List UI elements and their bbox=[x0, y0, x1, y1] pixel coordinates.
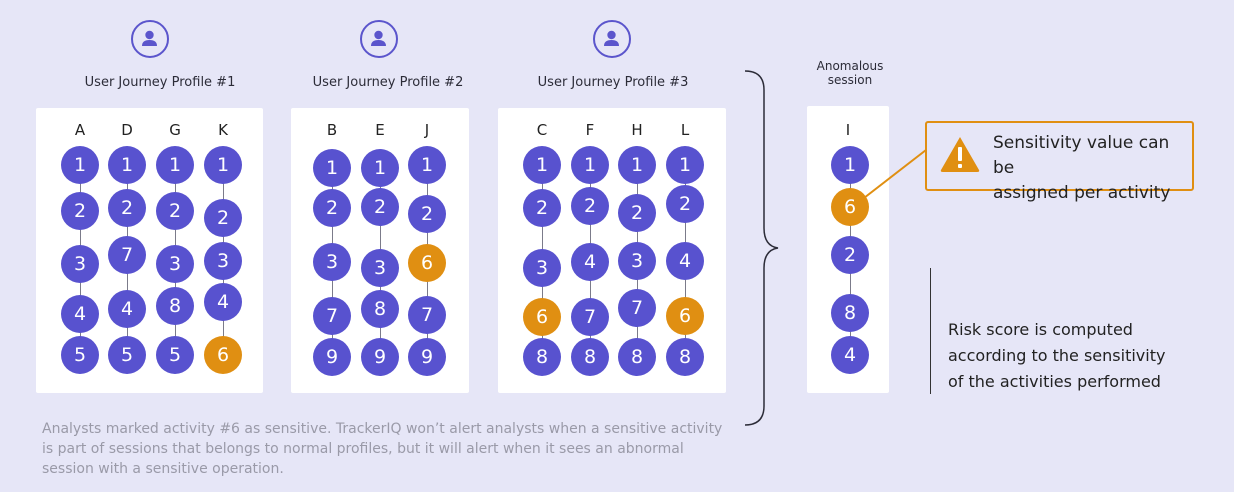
activity-node: 2 bbox=[618, 194, 656, 232]
activity-node: 9 bbox=[313, 338, 351, 376]
risk-line: of the activities performed bbox=[948, 372, 1161, 391]
activity-node: 1 bbox=[408, 146, 446, 184]
activity-node: 8 bbox=[666, 338, 704, 376]
activity-node: 7 bbox=[618, 289, 656, 327]
activity-node: 7 bbox=[108, 236, 146, 274]
column-label: I bbox=[845, 121, 851, 139]
activity-node: 2 bbox=[408, 195, 446, 233]
activity-node: 8 bbox=[571, 338, 609, 376]
risk-description: Risk score is computed according to the … bbox=[948, 317, 1208, 395]
activity-node: 5 bbox=[61, 336, 99, 374]
activity-node: 1 bbox=[361, 149, 399, 187]
column-label: F bbox=[585, 121, 595, 139]
callout-connector bbox=[863, 149, 927, 199]
activity-node: 1 bbox=[313, 149, 351, 187]
column-label: J bbox=[424, 121, 430, 139]
activity-node: 1 bbox=[618, 146, 656, 184]
callout-line: Sensitivity value can be bbox=[993, 133, 1170, 178]
anomalous-title-line: Anomalous bbox=[816, 59, 884, 73]
column-label: D bbox=[121, 121, 133, 139]
activity-node: 7 bbox=[408, 296, 446, 334]
column-label: L bbox=[680, 121, 690, 139]
activity-node: 2 bbox=[571, 187, 609, 225]
activity-node: 8 bbox=[831, 294, 869, 332]
user-icon bbox=[593, 20, 631, 58]
profile-title: User Journey Profile #1 bbox=[84, 75, 236, 90]
risk-line: according to the sensitivity bbox=[948, 346, 1166, 365]
activity-node-sensitive: 6 bbox=[831, 188, 869, 226]
column-label: H bbox=[631, 121, 643, 139]
activity-node: 3 bbox=[618, 242, 656, 280]
activity-node: 2 bbox=[313, 189, 351, 227]
activity-node: 3 bbox=[61, 245, 99, 283]
column-label: E bbox=[375, 121, 385, 139]
activity-node: 2 bbox=[523, 189, 561, 227]
activity-node: 4 bbox=[108, 290, 146, 328]
activity-node: 4 bbox=[61, 295, 99, 333]
activity-node: 2 bbox=[156, 192, 194, 230]
activity-node: 2 bbox=[831, 236, 869, 274]
activity-node: 9 bbox=[361, 338, 399, 376]
sensitivity-callout: Sensitivity value can be assigned per ac… bbox=[925, 121, 1194, 203]
user-icon bbox=[131, 20, 169, 58]
activity-node: 9 bbox=[408, 338, 446, 376]
callout-line: assigned per activity bbox=[993, 183, 1171, 203]
anomalous-title-line: session bbox=[827, 73, 873, 87]
activity-node: 1 bbox=[108, 146, 146, 184]
activity-node: 7 bbox=[313, 297, 351, 335]
column-label: G bbox=[169, 121, 181, 139]
activity-node: 4 bbox=[204, 283, 242, 321]
column-label: B bbox=[326, 121, 338, 139]
activity-node: 8 bbox=[618, 338, 656, 376]
activity-node: 3 bbox=[204, 242, 242, 280]
profile-title: User Journey Profile #2 bbox=[312, 75, 464, 90]
anomalous-title: Anomalous session bbox=[805, 59, 895, 87]
activity-node: 4 bbox=[831, 336, 869, 374]
activity-node-sensitive: 6 bbox=[204, 336, 242, 374]
activity-node: 7 bbox=[571, 298, 609, 336]
user-icon bbox=[360, 20, 398, 58]
footnote: Analysts marked activity #6 as sensitive… bbox=[42, 421, 723, 477]
activity-node: 1 bbox=[523, 146, 561, 184]
activity-node: 3 bbox=[313, 243, 351, 281]
activity-node-sensitive: 6 bbox=[523, 298, 561, 336]
activity-node: 1 bbox=[571, 146, 609, 184]
activity-node: 1 bbox=[204, 146, 242, 184]
activity-node: 1 bbox=[156, 146, 194, 184]
activity-node: 8 bbox=[361, 290, 399, 328]
risk-divider bbox=[930, 268, 931, 394]
callout-text: Sensitivity value can be assigned per ac… bbox=[993, 131, 1192, 206]
activity-node: 1 bbox=[61, 146, 99, 184]
activity-node: 2 bbox=[108, 189, 146, 227]
warning-icon bbox=[940, 137, 980, 172]
activity-node: 8 bbox=[156, 287, 194, 325]
activity-node: 5 bbox=[108, 336, 146, 374]
activity-node: 8 bbox=[523, 338, 561, 376]
column-label: A bbox=[74, 121, 86, 139]
activity-node-sensitive: 6 bbox=[666, 297, 704, 335]
activity-node: 2 bbox=[361, 188, 399, 226]
column-label: C bbox=[536, 121, 548, 139]
activity-node: 5 bbox=[156, 336, 194, 374]
activity-node: 1 bbox=[831, 146, 869, 184]
column-label: K bbox=[218, 121, 228, 139]
activity-node: 3 bbox=[156, 245, 194, 283]
activity-node: 3 bbox=[523, 249, 561, 287]
risk-line: Risk score is computed bbox=[948, 320, 1133, 339]
activity-node: 2 bbox=[61, 192, 99, 230]
activity-node: 4 bbox=[571, 243, 609, 281]
activity-node-sensitive: 6 bbox=[408, 244, 446, 282]
activity-node: 4 bbox=[666, 242, 704, 280]
activity-node: 2 bbox=[204, 199, 242, 237]
grouping-brace bbox=[744, 70, 779, 426]
profile-title: User Journey Profile #3 bbox=[537, 75, 689, 90]
activity-node: 1 bbox=[666, 146, 704, 184]
activity-node: 2 bbox=[666, 185, 704, 223]
activity-node: 3 bbox=[361, 249, 399, 287]
